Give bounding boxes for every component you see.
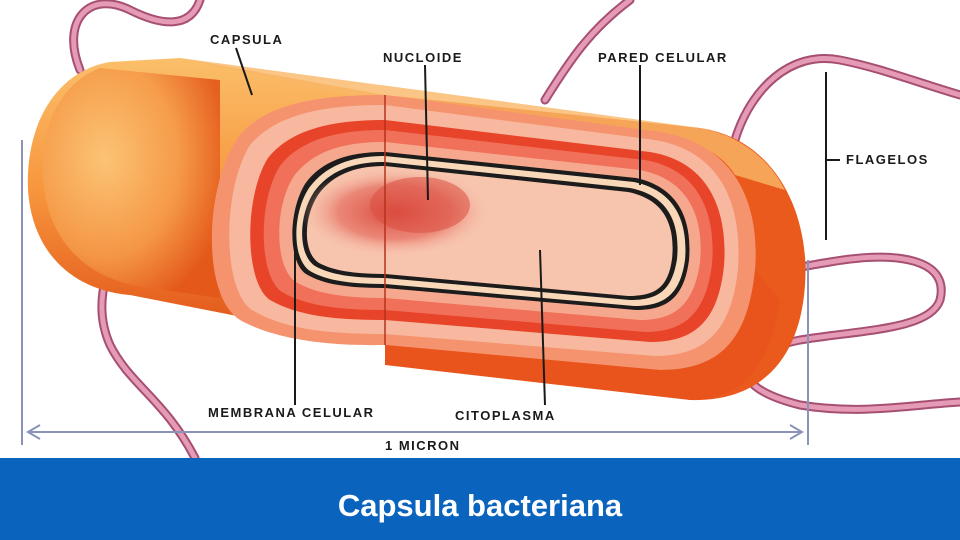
caption-bar: Capsula bacteriana	[0, 458, 960, 540]
bacterium-diagram: CAPSULA NUCLOIDE PARED CELULAR FLAGELOS …	[21, 0, 960, 458]
label-capsula: CAPSULA	[210, 32, 283, 47]
label-scale: 1 MICRON	[385, 438, 461, 453]
label-pared-celular: PARED CELULAR	[598, 50, 728, 65]
caption-title: Capsula bacteriana	[337, 488, 623, 523]
bacterium-svg: CAPSULA NUCLOIDE PARED CELULAR FLAGELOS …	[21, 0, 960, 458]
scale-bar	[21, 140, 809, 445]
bacterium-body	[27, 58, 806, 401]
callout-lines	[235, 47, 840, 406]
label-flagelos: FLAGELOS	[846, 152, 929, 167]
label-membrana-celular: MEMBRANA CELULAR	[208, 405, 375, 420]
label-citoplasma: CITOPLASMA	[455, 408, 556, 423]
label-nucleoide: NUCLOIDE	[383, 50, 463, 65]
